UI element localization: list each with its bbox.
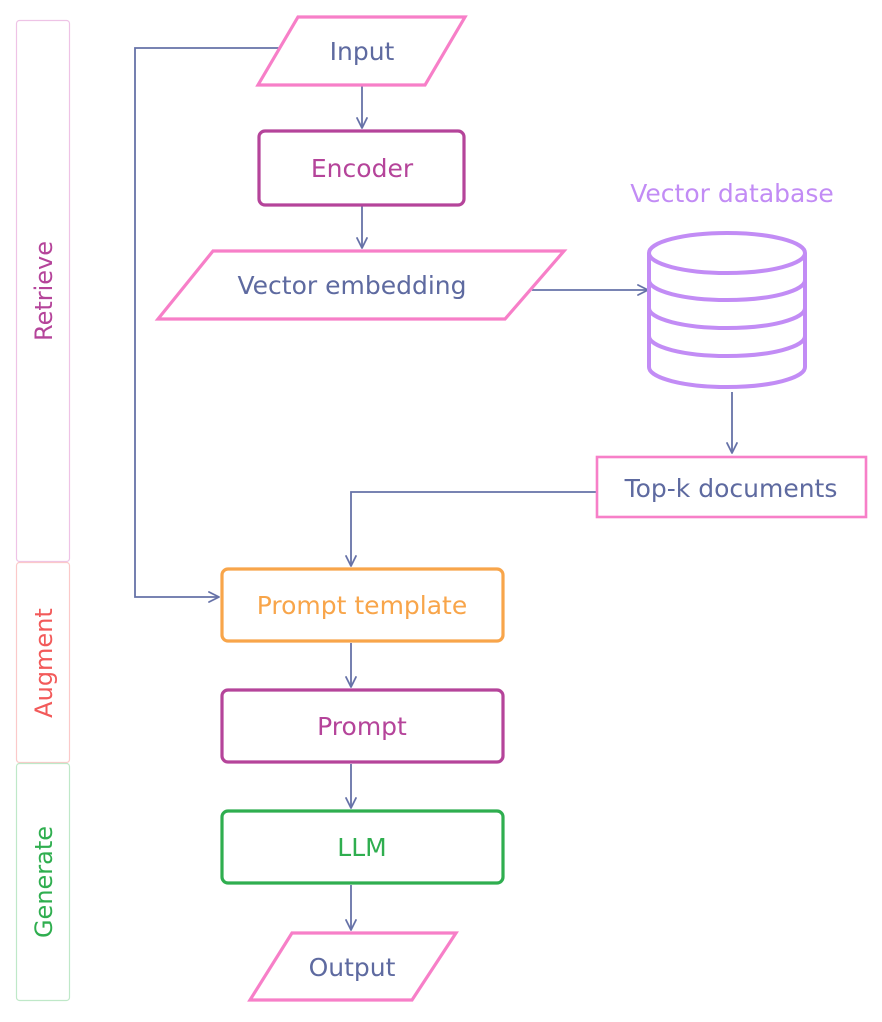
node-top-k-documents[interactable]: Top-k documents (595, 455, 868, 519)
lane-augment: Augment (15, 561, 71, 764)
node-vector-embedding[interactable]: Vector embedding (154, 249, 568, 321)
node-input[interactable]: Input (255, 15, 468, 87)
output-label: Output (309, 953, 396, 982)
node-prompt-template[interactable]: Prompt template (220, 567, 505, 643)
llm-label: LLM (337, 833, 386, 862)
lane-generate-label: Generate (30, 826, 58, 938)
edge-input-to-prompt-template (134, 47, 280, 603)
top-k-label: Top-k documents (624, 474, 838, 503)
top-k-shape (595, 455, 868, 519)
lane-augment-label: Augment (30, 608, 58, 718)
node-llm[interactable]: LLM (220, 809, 505, 885)
input-label: Input (330, 37, 395, 66)
prompt-template-label: Prompt template (257, 591, 468, 620)
lane-retrieve: Retrieve (15, 19, 71, 563)
lane-augment-border (15, 561, 71, 764)
connectors (134, 47, 738, 931)
node-prompt[interactable]: Prompt (220, 688, 505, 764)
lane-generate-border (15, 762, 71, 1002)
encoder-label: Encoder (311, 154, 414, 183)
lane-retrieve-label: Retrieve (30, 241, 58, 341)
vector-database-label: Vector database (630, 179, 834, 208)
vector-embedding-label: Vector embedding (238, 271, 467, 300)
lane-retrieve-border (15, 19, 71, 563)
vector-embedding-shape (154, 249, 568, 321)
llm-shape (220, 809, 505, 885)
output-shape (247, 931, 459, 1002)
lane-generate: Generate (15, 762, 71, 1002)
node-encoder[interactable]: Encoder (257, 129, 466, 207)
input-shape (255, 15, 468, 87)
edge-topk-to-prompt-template (345, 491, 596, 567)
database-cylinder-icon (647, 231, 807, 389)
prompt-template-shape (220, 567, 505, 643)
node-vector-database[interactable]: Vector database (630, 179, 834, 389)
prompt-label: Prompt (317, 712, 407, 741)
node-output[interactable]: Output (247, 931, 459, 1002)
prompt-shape (220, 688, 505, 764)
encoder-shape (257, 129, 466, 207)
